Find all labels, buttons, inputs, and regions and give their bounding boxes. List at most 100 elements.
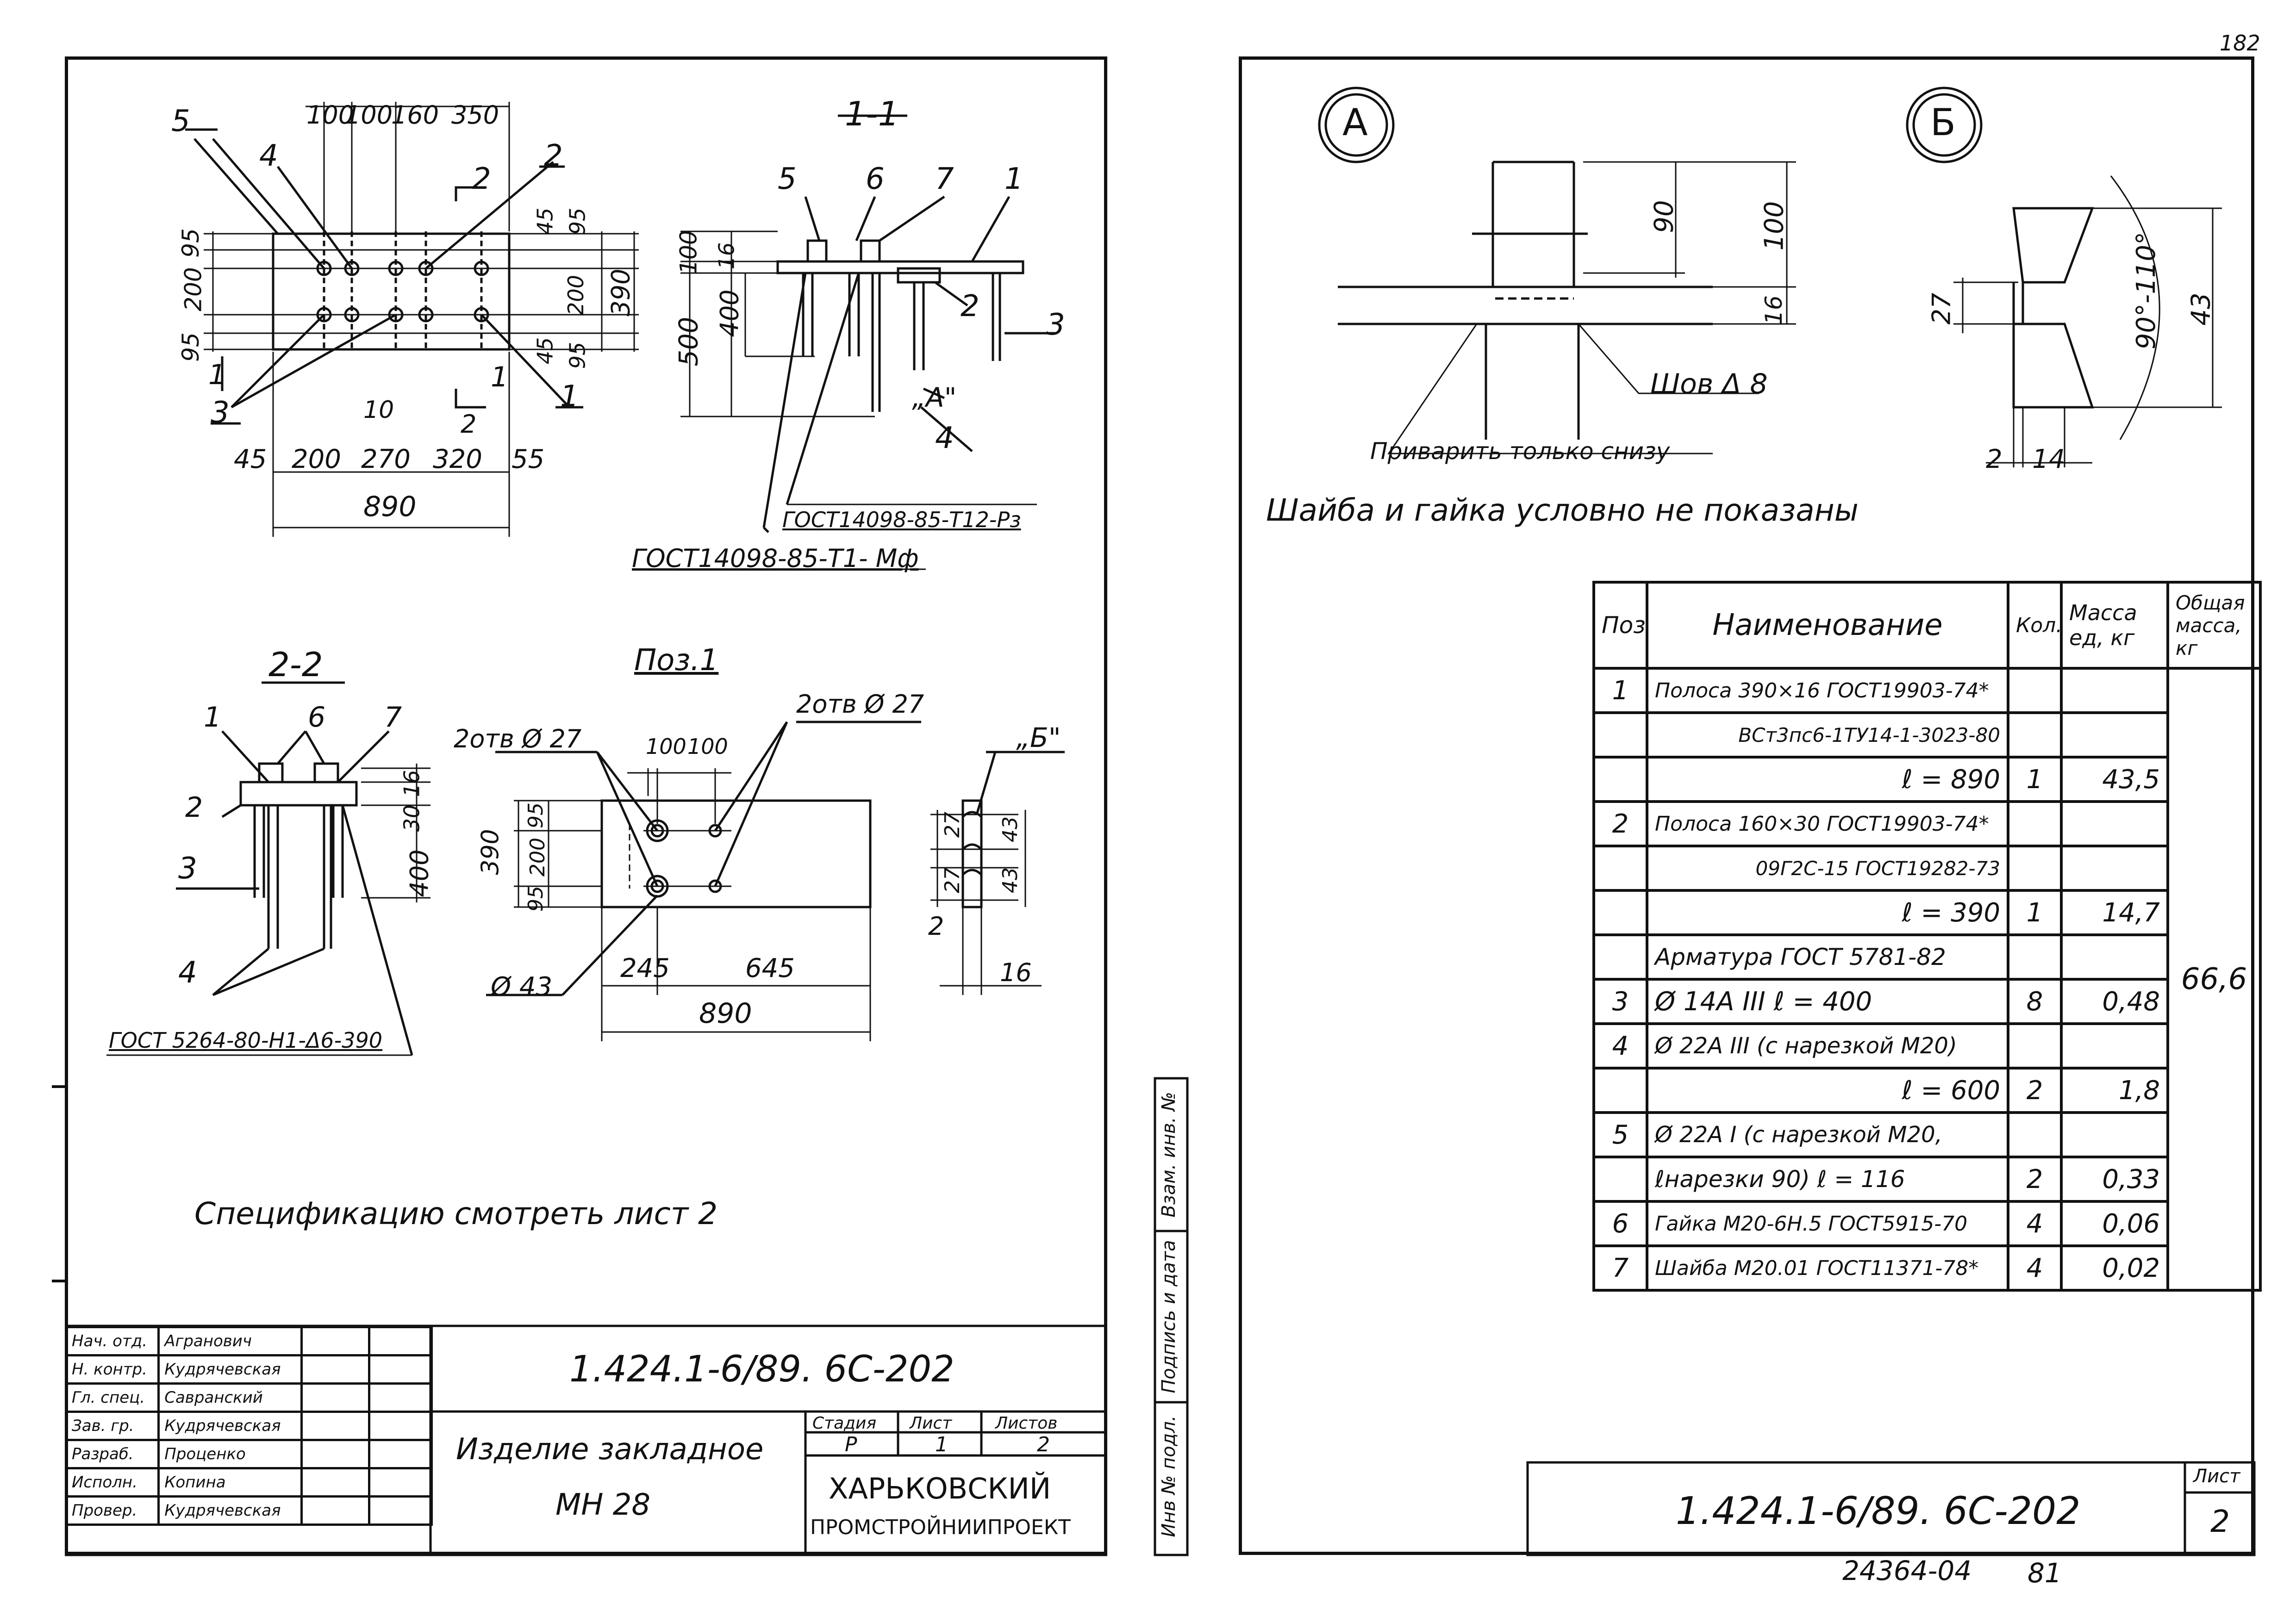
role: Нач. отд. — [64, 1326, 160, 1356]
cell-mass: 0,02 — [2060, 1244, 2169, 1292]
gost-5264: ГОСТ 5264-80-Н1-Δ6-390 — [109, 1028, 383, 1053]
plan-bottom-dim: 45 — [234, 444, 267, 474]
header-total: Общая масса, кг — [2166, 581, 2262, 670]
right-sheet-label: Лист — [2193, 1466, 2240, 1487]
cell-pos — [1592, 756, 1648, 803]
name: Кудрячевская — [157, 1495, 303, 1526]
table-row: 5 Ø 22А I (с нарезкой М20, — [1592, 1111, 2260, 1158]
table-row: ℓ = 600 2 1,8 — [1592, 1067, 2260, 1114]
plan-bottom-dim: 270 — [361, 444, 411, 474]
sheet-value: 1 — [935, 1433, 948, 1456]
cell-name: Гайка М20-6Н.5 ГОСТ5915-70 — [1646, 1200, 2009, 1247]
role: Разраб. — [64, 1439, 160, 1469]
item-mark: МН 28 — [555, 1488, 651, 1522]
cell-pos — [1592, 933, 1648, 981]
weld-note: Приварить только снизу — [1370, 438, 1670, 465]
table-row: ℓ = 390 1 14,7 — [1592, 889, 2260, 936]
table-row: 2 Полоса 160×30 ГОСТ19903-74* — [1592, 800, 2260, 847]
washer-nut-note: Шайба и гайка условно не показаны — [1266, 492, 1859, 528]
right-sheet-number: 2 — [2210, 1504, 2230, 1539]
table-row: 09Г2С-15 ГОСТ19282-73 — [1592, 845, 2260, 892]
gost-t1: ГОСТ14098-85-Т1- Мф — [632, 544, 919, 573]
name: Кудрячевская — [157, 1354, 303, 1385]
plan-bottom-dim: 200 — [292, 444, 341, 474]
cell-qty — [2007, 1111, 2063, 1158]
cell-pos: 3 — [1592, 978, 1648, 1025]
binding-mark — [52, 1085, 65, 1088]
cell-qty: 4 — [2007, 1200, 2063, 1247]
cell-mass — [2060, 711, 2169, 759]
cell-total-mass: 66,6 — [2166, 667, 2262, 1292]
section-2-2-callout: 4 — [178, 956, 197, 990]
table-row: 1 Полоса 390×16 ГОСТ19903-74* 66,6 — [1592, 667, 2262, 1292]
detail-a-dim: 16 — [1760, 295, 1787, 325]
cell-qty: 4 — [2007, 1244, 2063, 1292]
cell-name: Ø 14А III ℓ = 400 — [1646, 978, 2009, 1025]
specification-table: Поз Наименование Кол. Масса ед, кг Общая… — [1592, 581, 2262, 1292]
cell-qty: 2 — [2007, 1067, 2063, 1114]
section-mark: 1 — [208, 359, 226, 391]
cell-qty — [2007, 1022, 2063, 1070]
section-1-1-callout: 3 — [1046, 308, 1065, 342]
header-qty: Кол. — [2007, 581, 2063, 670]
archive-page: 81 — [2028, 1557, 2062, 1589]
header-name: Наименование — [1646, 581, 2009, 670]
section-1-1-title: 1-1 — [845, 94, 899, 133]
cell-qty: 1 — [2007, 756, 2063, 803]
section-2-2-callout: 6 — [308, 701, 326, 734]
cell-qty — [2007, 845, 2063, 892]
stamp-signature-date: Подпись и дата — [1158, 1240, 1179, 1393]
section-1-1-callout: 7 — [935, 162, 954, 196]
left-sheet-frame — [65, 56, 1107, 1555]
cell-pos: 1 — [1592, 667, 1648, 714]
section-2-2-callout: 7 — [384, 701, 402, 734]
cell-name: Полоса 390×16 ГОСТ19903-74* — [1646, 667, 2009, 714]
section-1-1-callout: 4 — [935, 421, 954, 455]
plan-callout: 4 — [259, 139, 278, 173]
section-1-1-callout: 2 — [961, 289, 980, 323]
name: Проценко — [157, 1439, 303, 1469]
detail-b-marker — [1907, 88, 1981, 162]
table-row: 4 Ø 22А III (с нарезкой М20) — [1592, 1022, 2260, 1070]
pos-1-overall: 890 — [699, 997, 752, 1030]
section-2-2-callout: 3 — [178, 852, 197, 886]
table-row: Арматура ГОСТ 5781-82 — [1592, 933, 2260, 981]
cell-qty: 8 — [2007, 978, 2063, 1025]
plan-bottom-dim: 55 — [512, 444, 545, 474]
plan-callout: 3 — [211, 396, 230, 430]
role: Н. контр. — [64, 1354, 160, 1385]
cell-pos: 7 — [1592, 1244, 1648, 1292]
plan-top-dim: 160 — [391, 100, 439, 130]
plan-top-dim: 100 — [306, 100, 355, 130]
plan-top-dim: 100 — [345, 100, 393, 130]
section-mark: 2 — [461, 410, 477, 439]
section-1-1-callout: 6 — [866, 162, 885, 196]
cell-pos: 6 — [1592, 1200, 1648, 1247]
cell-name: Ø 22А I (с нарезкой М20, — [1646, 1111, 2009, 1158]
cell-name: ℓнарезки 90) ℓ = 116 — [1646, 1156, 2009, 1203]
section-mark: 1 — [491, 361, 509, 393]
cell-name: 09Г2С-15 ГОСТ19282-73 — [1646, 845, 2009, 892]
cell-mass: 14,7 — [2060, 889, 2169, 936]
plan-small-dim: 10 — [363, 396, 394, 424]
cell-pos — [1592, 1067, 1648, 1114]
plan-callout: 1 — [560, 379, 579, 414]
cell-mass — [2060, 800, 2169, 847]
cell-mass — [2060, 1022, 2169, 1070]
cell-pos — [1592, 845, 1648, 892]
plan-top-dim: 350 — [451, 100, 499, 130]
cell-qty: 1 — [2007, 889, 2063, 936]
name: Копина — [157, 1467, 303, 1498]
spec-header-row: Поз Наименование Кол. Масса ед, кг Общая… — [1592, 581, 2262, 670]
cell-mass: 0,48 — [2060, 978, 2169, 1025]
cell-mass — [2060, 845, 2169, 892]
cell-pos: 2 — [1592, 800, 1648, 847]
pos-1-side-dim: 2 — [928, 912, 944, 941]
section-mark: 2 — [472, 162, 491, 196]
view-ref-a: „А" — [912, 382, 957, 413]
org-name-2: ПРОМСТРОЙНИИПРОЕКТ — [810, 1516, 1071, 1539]
plan-bottom-dim: 320 — [433, 444, 482, 474]
detail-b-dim: 14 — [2032, 444, 2065, 474]
binding-mark — [52, 1280, 65, 1282]
